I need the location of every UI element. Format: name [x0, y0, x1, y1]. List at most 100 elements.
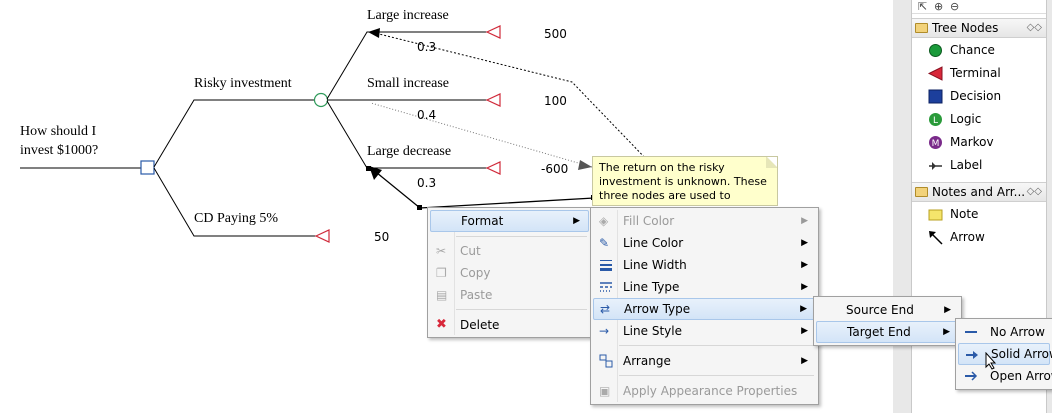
menu-item-line-width[interactable]: Line Width ▶ — [593, 254, 816, 276]
menu-item-label: Solid Arrow — [991, 347, 1052, 361]
palette-item-decision[interactable]: Decision — [912, 85, 1046, 107]
menu-item-label: Line Type — [623, 280, 680, 294]
menu-item-arrow-type[interactable]: ⇄ Arrow Type ▶ — [593, 298, 816, 320]
menu-item-line-type[interactable]: Line Type ▶ — [593, 276, 816, 298]
menu-item-cut[interactable]: ✂ Cut — [430, 240, 589, 262]
selection-handle — [417, 205, 422, 210]
submenu-arrow-icon: ▶ — [801, 216, 808, 226]
menu-item-no-arrow[interactable]: No Arrow — [958, 321, 1050, 343]
menu-item-delete[interactable]: ✖ Delete — [430, 314, 589, 336]
palette-item-note[interactable]: Note — [912, 203, 1046, 225]
paint-bucket-icon: ◈ — [599, 214, 609, 228]
open-arrow-icon — [965, 371, 978, 381]
logic-icon: L — [929, 113, 942, 126]
line-style-icon: → — [599, 324, 610, 338]
menu-item-label: Copy — [460, 266, 491, 280]
palette-item-terminal[interactable]: Terminal — [912, 62, 1046, 84]
payoff-cd: 50 — [374, 230, 390, 244]
menu-item-label: No Arrow — [990, 325, 1045, 339]
arrowhead — [578, 160, 592, 170]
menu-separator — [456, 309, 587, 310]
line-type-icon — [600, 282, 612, 292]
terminal-node — [314, 229, 330, 243]
decision-tree-diagram — [20, 25, 651, 243]
menu-item-open-arrow[interactable]: Open Arrow — [958, 365, 1052, 387]
menu-item-line-color[interactable]: ✎ Line Color ▶ — [593, 232, 816, 254]
palette-item-logic[interactable]: L Logic — [912, 108, 1046, 130]
menu-item-label: Paste — [460, 288, 493, 302]
probability-small-increase: 0.4 — [417, 108, 437, 122]
menu-item-label: Apply Appearance Properties — [623, 384, 798, 398]
terminal-node — [485, 161, 501, 175]
terminal-node — [485, 25, 501, 39]
apply-appearance-icon: ▣ — [599, 384, 611, 398]
outcome-large-increase-label: Large increase — [367, 8, 449, 23]
submenu-arrow-icon: ▶ — [573, 216, 580, 226]
branch-risky-line — [153, 99, 316, 168]
select-tool-icon[interactable]: ⇱ — [918, 0, 928, 13]
menu-item-fill-color[interactable]: ◈ Fill Color ▶ — [593, 210, 816, 232]
terminal-node — [485, 93, 501, 107]
menu-item-label: Fill Color — [623, 214, 675, 228]
folder-icon — [915, 23, 928, 33]
palette-item-markov[interactable]: M Markov — [912, 131, 1046, 153]
palette-item-label: Logic — [950, 112, 982, 126]
line-width-icon — [600, 260, 612, 271]
menu-item-paste[interactable]: ▤ Paste — [430, 284, 589, 306]
menu-item-arrange[interactable]: Arrange ▶ — [593, 350, 816, 372]
menu-item-label: Cut — [460, 244, 481, 258]
chance-icon — [929, 44, 942, 57]
menu-gutter — [454, 210, 455, 335]
menu-item-line-style[interactable]: → Line Style ▶ — [593, 320, 816, 342]
menu-item-label: Line Width — [623, 258, 687, 272]
menu-item-format[interactable]: Format ▶ — [430, 210, 589, 232]
menu-item-label: Arrange — [623, 354, 671, 368]
menu-separator — [619, 345, 814, 346]
scissors-icon: ✂ — [436, 244, 447, 258]
drawer-notes-arrows[interactable]: Notes and Arr... ◇◇ — [912, 182, 1046, 202]
drawer-tree-nodes[interactable]: Tree Nodes ◇◇ — [912, 18, 1046, 38]
menu-item-apply-appearance[interactable]: ▣ Apply Appearance Properties — [593, 380, 816, 402]
submenu-arrow-icon: ▶ — [800, 304, 807, 314]
menu-item-label: Target End — [847, 325, 911, 339]
submenu-arrow-icon: ▶ — [943, 327, 950, 337]
format-submenu: ◈ Fill Color ▶ ✎ Line Color ▶ Line Width… — [590, 207, 819, 405]
diagram-canvas[interactable]: How should I invest $1000? Risky investm… — [0, 0, 893, 413]
palette-toolbar: ⇱ ⊕ ⊖ — [912, 0, 1046, 14]
zoom-out-icon[interactable]: ⊖ — [950, 0, 960, 13]
palette-item-chance[interactable]: Chance — [912, 39, 1046, 61]
decision-node — [140, 160, 155, 175]
label-icon — [929, 162, 942, 170]
palette-item-label-node[interactable]: Label — [912, 154, 1046, 176]
note-fold-corner — [766, 157, 777, 168]
drawer-notes-label: Notes and Arr... — [932, 185, 1026, 199]
payoff-large-increase: 500 — [544, 27, 567, 41]
branch-risky-label: Risky investment — [194, 76, 292, 91]
probability-large-decrease: 0.3 — [417, 176, 437, 190]
context-menu: Format ▶ ✂ Cut ❐ Copy ▤ Paste ✖ Delete — [427, 207, 592, 338]
arrow-type-submenu: Source End ▶ Target End ▶ — [813, 296, 962, 346]
payoff-large-decrease: -600 — [541, 162, 569, 176]
menu-item-copy[interactable]: ❐ Copy — [430, 262, 589, 284]
note-box[interactable]: The return on the risky investment is un… — [592, 156, 778, 206]
menu-item-source-end[interactable]: Source End ▶ — [816, 299, 959, 321]
submenu-arrow-icon: ▶ — [801, 238, 808, 248]
drawer-tree-nodes-label: Tree Nodes — [932, 21, 999, 35]
outcome-large-decrease-label: Large decrease — [367, 144, 452, 159]
menu-item-solid-arrow[interactable]: Solid Arrow — [958, 343, 1052, 365]
menu-item-label: Source End — [846, 303, 914, 317]
palette-item-label: Arrow — [950, 230, 985, 244]
pin-icon[interactable]: ◇◇ — [1026, 186, 1042, 197]
menu-item-label: Line Color — [623, 236, 684, 250]
terminal-icon — [928, 66, 943, 81]
no-arrow-icon — [965, 331, 977, 333]
payoff-small-increase: 100 — [544, 94, 567, 108]
mouse-cursor-icon — [985, 352, 997, 370]
target-end-submenu: No Arrow Solid Arrow Open Arrow — [955, 318, 1052, 390]
palette-item-arrow[interactable]: Arrow — [912, 226, 1046, 248]
menu-item-target-end[interactable]: Target End ▶ — [816, 321, 959, 343]
zoom-in-icon[interactable]: ⊕ — [934, 0, 944, 13]
submenu-arrow-icon: ▶ — [801, 356, 808, 366]
pin-icon[interactable]: ◇◇ — [1026, 22, 1042, 33]
arrow-icon — [929, 231, 943, 245]
